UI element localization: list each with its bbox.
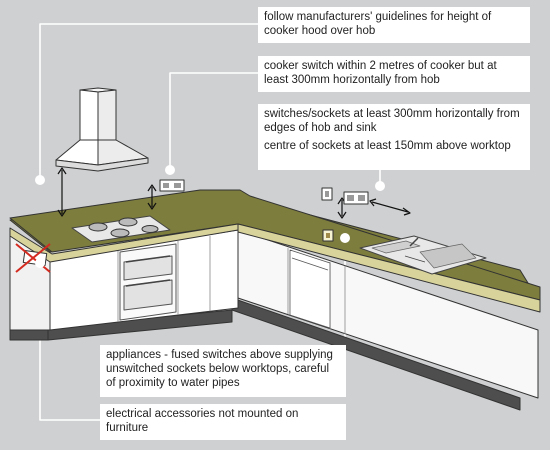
leader-dots bbox=[35, 165, 385, 268]
furniture-text: electrical accessories not mounted on fu… bbox=[106, 408, 299, 434]
furniture-callout: electrical accessories not mounted on fu… bbox=[100, 404, 346, 440]
sink bbox=[359, 235, 487, 275]
double-socket bbox=[343, 191, 369, 205]
appliances-text: appliances - fused switches above supply… bbox=[106, 349, 333, 389]
dishwasher bbox=[289, 249, 331, 329]
cooker-hood bbox=[55, 87, 149, 172]
socket-height-text: centre of sockets at least 150mm above w… bbox=[264, 140, 511, 152]
worktop-edge-right bbox=[237, 223, 541, 313]
wall-switch bbox=[321, 187, 333, 201]
cooker-switch bbox=[159, 179, 185, 192]
hood-height-text: follow manufacturers' guidelines for hei… bbox=[264, 11, 492, 37]
switch-distance-text: switches/sockets at least 300mm horizont… bbox=[264, 108, 520, 134]
switches-sockets-callout: switches/sockets at least 300mm horizont… bbox=[258, 104, 530, 170]
cooker-switch-callout: cooker switch within 2 metres of cooker … bbox=[258, 56, 530, 92]
hob bbox=[71, 215, 171, 243]
dimension-arrows bbox=[57, 167, 411, 219]
oven bbox=[119, 243, 177, 321]
fused-spur-switch bbox=[322, 229, 334, 242]
hood-height-callout: follow manufacturers' guidelines for hei… bbox=[258, 7, 530, 43]
appliances-callout: appliances - fused switches above supply… bbox=[100, 345, 346, 397]
cooker-switch-text: cooker switch within 2 metres of cooker … bbox=[264, 60, 497, 86]
